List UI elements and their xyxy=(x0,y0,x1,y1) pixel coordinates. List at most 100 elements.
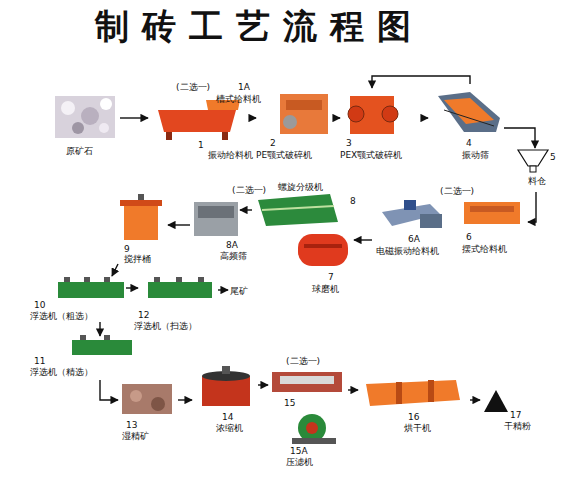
equipment-node: 尾矿 xyxy=(228,283,258,299)
screen-deck xyxy=(444,98,494,124)
flow-arrow xyxy=(348,389,358,390)
crusher-body xyxy=(280,94,328,134)
press-hub xyxy=(306,422,318,434)
callout-number: 5 xyxy=(550,152,556,162)
equipment-node: 11浮选机（精选） xyxy=(30,336,134,380)
callout-number: 7 xyxy=(328,272,334,282)
callout-number: 11 xyxy=(34,356,45,366)
flotation-motor xyxy=(176,277,182,282)
callout-number: 16 xyxy=(408,412,419,422)
flow-arrow xyxy=(99,322,100,336)
concentrate-photo xyxy=(122,384,172,414)
feeder-leg xyxy=(222,132,228,140)
diagram-title: 制砖工艺流程图 xyxy=(95,6,424,46)
flywheel xyxy=(283,115,297,129)
flotation-cell xyxy=(148,282,212,298)
equipment-node: 12浮选机（扫选） xyxy=(138,276,218,332)
classifier-body xyxy=(258,194,338,226)
thickener-drive xyxy=(222,366,230,374)
equipment-node: 6摆式给料机 xyxy=(456,192,528,258)
equipment-node: 1A槽式给料机 xyxy=(212,82,276,108)
feeder-magnet xyxy=(404,200,416,210)
equipment-label: 烘干机 xyxy=(404,423,431,433)
flotation-motor xyxy=(64,277,70,282)
equipment-label: 浮选机（扫选） xyxy=(134,321,197,331)
flow-arrow xyxy=(372,76,470,88)
tank-motor xyxy=(138,194,144,200)
callout-number: 17 xyxy=(510,410,521,420)
callout-number: 13 xyxy=(126,420,137,430)
flow-arrow xyxy=(112,264,118,276)
equipment-node: 14浓缩机 xyxy=(192,366,258,434)
feeder-detail xyxy=(470,206,514,212)
ore-lump xyxy=(100,98,112,110)
callout-number: 3 xyxy=(346,138,352,148)
equipment-label: 湿精矿 xyxy=(122,431,149,441)
flotation-motor xyxy=(198,277,204,282)
flow-arrow xyxy=(338,117,340,118)
flow-arrow xyxy=(178,399,192,400)
equipment-node: 8A高频筛 xyxy=(190,196,240,262)
classifier-spiral xyxy=(262,206,334,210)
equipment-label: 高频筛 xyxy=(220,251,247,261)
equipment-label: 振动筛 xyxy=(462,150,489,160)
equipment-node: 7 球磨机 xyxy=(292,226,354,292)
equipment-node: 6A电磁振动给料机 xyxy=(372,196,446,260)
flow-arrow xyxy=(354,239,372,240)
equipment-node: 9搅拌桶 xyxy=(116,196,168,264)
equipment-label: 干精粉 xyxy=(504,421,531,431)
callout-number: 2 xyxy=(270,138,276,148)
feeder-base xyxy=(420,214,442,228)
flow-arrow xyxy=(168,224,190,225)
equipment-label: PEX颚式破碎机 xyxy=(340,150,402,160)
callout-number: 4 xyxy=(466,138,472,148)
concentrate-lump xyxy=(130,390,142,402)
flotation-motor xyxy=(104,335,110,340)
callout-number: 15A xyxy=(290,446,308,456)
equipment-label: 槽式给料机 xyxy=(216,94,261,104)
flywheel xyxy=(382,106,398,122)
flow-arrow xyxy=(504,128,535,148)
flotation-cell xyxy=(72,340,132,355)
equipment-node: 原矿石 xyxy=(50,92,120,164)
flow-arrow xyxy=(240,209,252,210)
ore-lump xyxy=(99,123,109,133)
equipment-label: 振动给料机 xyxy=(208,150,253,160)
equipment-label: 15 xyxy=(284,398,295,408)
flow-arrow xyxy=(424,117,428,118)
flow-arrow xyxy=(528,192,536,222)
flow-arrow xyxy=(100,380,118,400)
flotation-motor xyxy=(84,277,90,282)
equipment-node: 10浮选机（粗选） xyxy=(30,276,126,322)
screen-body xyxy=(438,92,500,132)
flow-arrow xyxy=(258,384,268,385)
tank-body xyxy=(124,206,158,240)
note-label: (二选一) xyxy=(176,82,210,92)
filter-detail xyxy=(280,376,334,384)
equipment-node: 2PE颚式破碎机 xyxy=(256,88,338,162)
flow-arrow xyxy=(120,117,148,118)
equipment-node: 15 xyxy=(268,366,348,412)
callout-number: 9 xyxy=(124,244,130,254)
equipment-label: 浮选机（精选） xyxy=(30,367,93,377)
equipment-label: 球磨机 xyxy=(312,284,339,294)
screen-body xyxy=(194,202,238,236)
equipment-label: 尾矿 xyxy=(230,286,248,296)
ore-lump xyxy=(81,107,99,125)
equipment-node: 5料仓 xyxy=(514,148,564,192)
flotation-motor xyxy=(154,277,160,282)
mill-drum xyxy=(298,234,348,266)
equipment-label: PE颚式破碎机 xyxy=(256,150,312,160)
dryer-drum xyxy=(366,380,460,406)
callout-number: 8A xyxy=(226,240,238,250)
product-pile xyxy=(484,390,508,412)
note-label: 8 xyxy=(350,196,356,206)
bin-spout xyxy=(530,166,536,172)
tank-rim xyxy=(120,200,162,206)
feeder-body xyxy=(158,110,236,132)
callout-number: 6A xyxy=(408,234,420,244)
equipment-node: 13湿精矿 xyxy=(118,382,178,442)
flow-arrow xyxy=(470,399,480,400)
